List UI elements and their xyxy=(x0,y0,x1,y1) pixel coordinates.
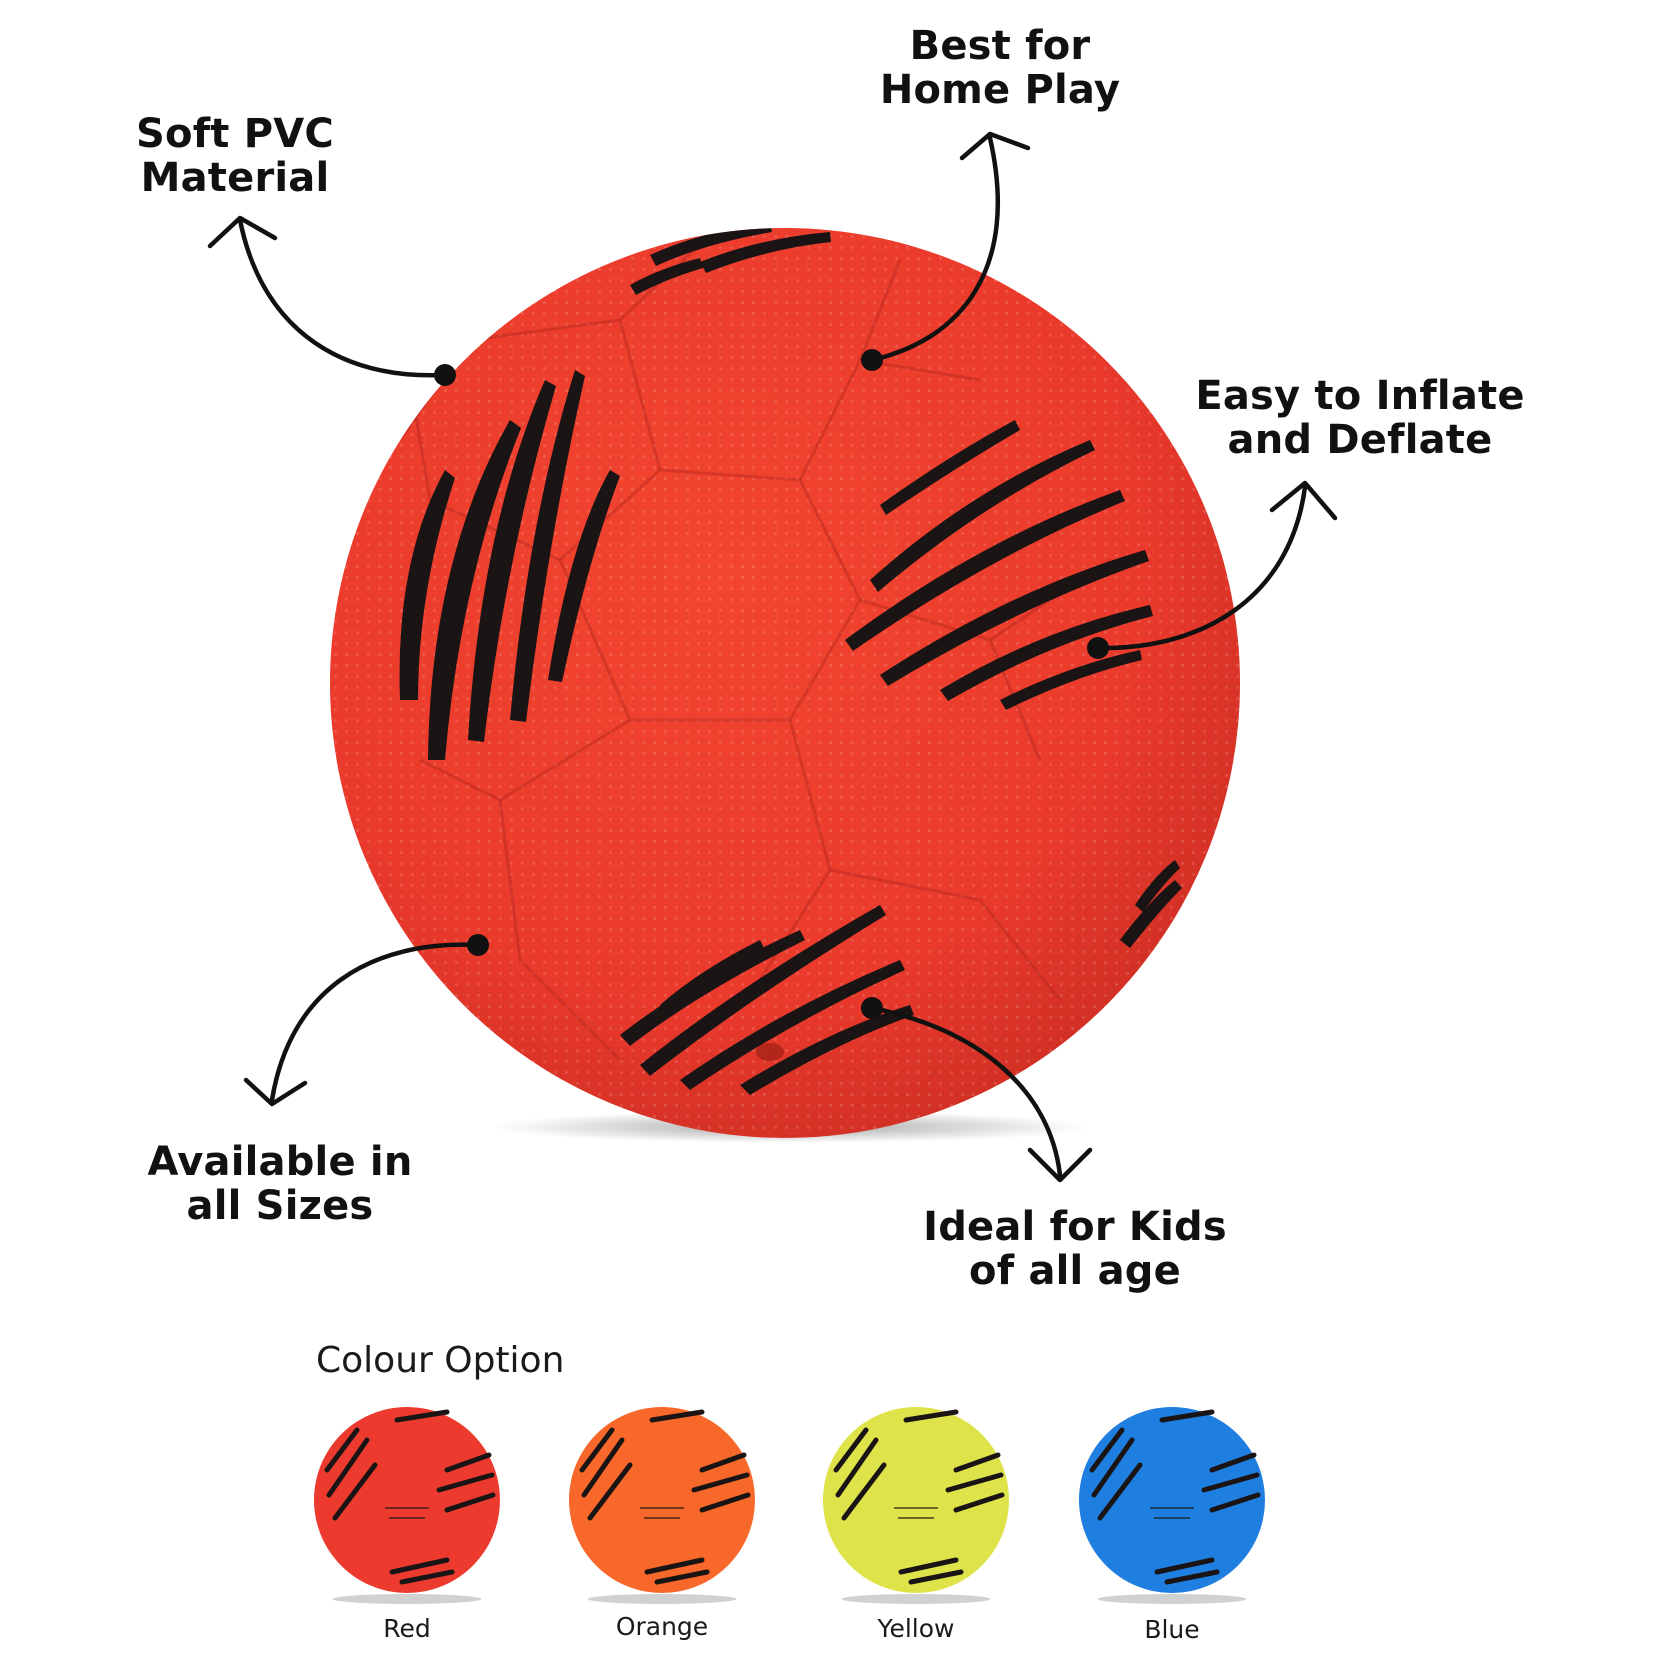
feature-line: and Deflate xyxy=(1227,417,1493,463)
curved-arrow-icon xyxy=(869,135,1001,363)
arrowhead-icon xyxy=(1027,1147,1093,1183)
swatch-label-red: Red xyxy=(383,1614,431,1643)
colour-swatches xyxy=(314,1407,1265,1604)
swatch-ball-orange xyxy=(569,1407,755,1604)
feature-line: Easy to Inflate xyxy=(1195,373,1525,419)
feature-line: Ideal for Kids xyxy=(923,1204,1227,1250)
arrowhead-icon xyxy=(243,1077,308,1107)
pointer-dot-icon xyxy=(861,997,883,1019)
arrowhead-icon xyxy=(959,131,1031,161)
swatch-label-yellow: Yellow xyxy=(877,1614,955,1643)
arrowhead-icon xyxy=(1269,480,1338,521)
curved-arrow-icon xyxy=(269,942,481,1103)
feature-line: all Sizes xyxy=(186,1183,374,1229)
swatch-ball-blue xyxy=(1079,1407,1265,1604)
feature-inflate: Easy to Inflate and Deflate xyxy=(1180,374,1540,462)
pointer-dot-icon xyxy=(861,349,883,371)
pointer-dot-icon xyxy=(1087,637,1109,659)
feature-home-play: Best for Home Play xyxy=(860,24,1140,112)
curved-arrow-icon xyxy=(869,1005,1063,1178)
swatch-label-orange: Orange xyxy=(615,1612,709,1641)
arrowhead-icon xyxy=(207,215,278,249)
curved-arrow-icon xyxy=(1095,484,1308,651)
pointer-dot-icon xyxy=(434,364,456,386)
curved-arrow-icon xyxy=(237,217,448,378)
colour-option-heading: Colour Option xyxy=(316,1340,565,1381)
feature-kids: Ideal for Kids of all age xyxy=(910,1205,1240,1293)
swatch-label-blue: Blue xyxy=(1144,1615,1200,1644)
feature-line: Home Play xyxy=(879,67,1121,113)
feature-line: Material xyxy=(140,155,330,201)
main-football xyxy=(330,228,1240,1138)
swatch-ball-yellow xyxy=(823,1407,1009,1604)
feature-line: Available in xyxy=(147,1139,413,1185)
feature-soft-pvc: Soft PVC Material xyxy=(105,112,365,200)
feature-line: of all age xyxy=(969,1248,1181,1294)
pointer-dot-icon xyxy=(467,934,489,956)
feature-sizes: Available in all Sizes xyxy=(130,1140,430,1228)
feature-line: Soft PVC xyxy=(136,111,334,157)
feature-line: Best for xyxy=(909,23,1091,69)
swatch-ball-red xyxy=(314,1407,500,1604)
